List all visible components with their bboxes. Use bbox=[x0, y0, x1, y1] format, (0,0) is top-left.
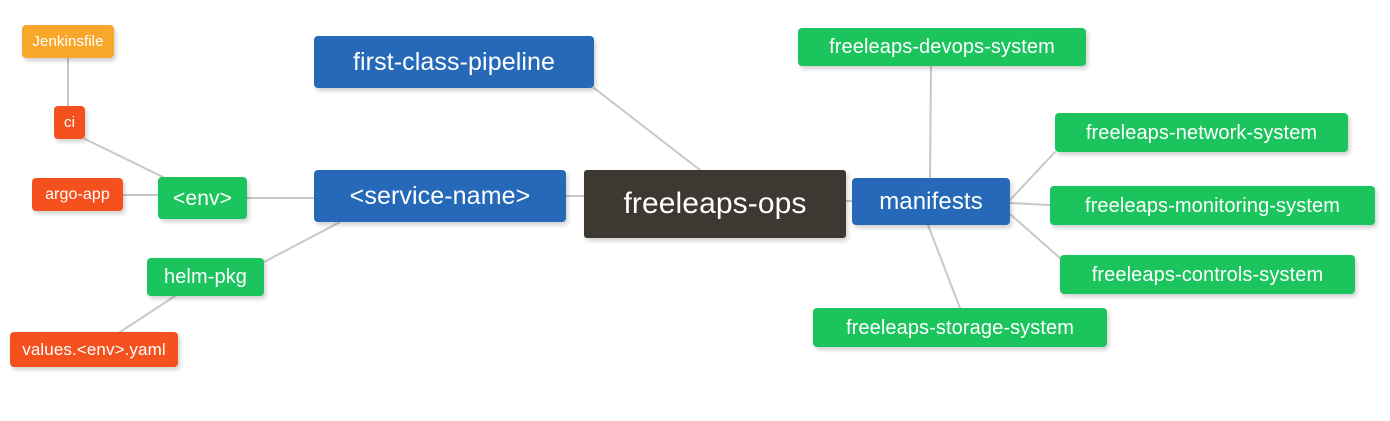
node-label: argo-app bbox=[45, 185, 110, 203]
node-label: first-class-pipeline bbox=[352, 47, 556, 76]
node-helm-pkg[interactable]: helm-pkg bbox=[147, 258, 264, 296]
node-label: Jenkinsfile bbox=[32, 33, 104, 50]
node-service-name[interactable]: <service-name> bbox=[314, 170, 566, 222]
edge-freeleaps-storage-system-to-manifests bbox=[927, 224, 961, 309]
node-label: freeleaps-storage-system bbox=[845, 316, 1075, 339]
node-label: freeleaps-devops-system bbox=[829, 36, 1055, 58]
node-label: ci bbox=[63, 114, 76, 131]
edge-freeleaps-controls-system-to-manifests bbox=[1009, 213, 1061, 259]
node-ci[interactable]: ci bbox=[54, 106, 85, 139]
node-freeleaps-devops-system[interactable]: freeleaps-devops-system bbox=[798, 28, 1086, 66]
node-values-env-yaml[interactable]: values.<env>.yaml bbox=[10, 332, 178, 367]
node-argo-app[interactable]: argo-app bbox=[32, 178, 123, 211]
edge-helm-pkg-to-service-name bbox=[263, 221, 341, 263]
node-env[interactable]: <env> bbox=[158, 177, 247, 219]
node-label: helm-pkg bbox=[163, 266, 248, 288]
node-label: <env> bbox=[173, 186, 232, 210]
node-label: <service-name> bbox=[349, 181, 531, 210]
edge-first-class-pipeline-to-freeleaps-ops bbox=[593, 87, 701, 171]
edge-ci-to-env bbox=[84, 138, 164, 178]
edge-freeleaps-monitoring-system-to-manifests bbox=[1009, 202, 1051, 206]
node-label: freeleaps-network-system bbox=[1085, 121, 1318, 144]
node-freeleaps-monitoring-system[interactable]: freeleaps-monitoring-system bbox=[1050, 186, 1375, 225]
edge-freeleaps-network-system-to-manifests bbox=[1009, 151, 1056, 201]
node-freeleaps-ops[interactable]: freeleaps-ops bbox=[584, 170, 846, 238]
node-jenkinsfile[interactable]: Jenkinsfile bbox=[22, 25, 114, 58]
node-label: freeleaps-ops bbox=[623, 187, 807, 220]
node-first-class-pipeline[interactable]: first-class-pipeline bbox=[314, 36, 594, 88]
edge-values-env-yaml-to-helm-pkg bbox=[119, 295, 176, 333]
node-label: freeleaps-monitoring-system bbox=[1084, 194, 1340, 217]
node-label: values.<env>.yaml bbox=[22, 340, 166, 359]
node-freeleaps-controls-system[interactable]: freeleaps-controls-system bbox=[1060, 255, 1355, 294]
node-label: manifests bbox=[879, 187, 983, 215]
node-freeleaps-network-system[interactable]: freeleaps-network-system bbox=[1055, 113, 1348, 152]
node-label: freeleaps-controls-system bbox=[1091, 263, 1324, 286]
edge-freeleaps-devops-system-to-manifests bbox=[929, 65, 932, 179]
node-freeleaps-storage-system[interactable]: freeleaps-storage-system bbox=[813, 308, 1107, 347]
node-manifests[interactable]: manifests bbox=[852, 178, 1010, 225]
